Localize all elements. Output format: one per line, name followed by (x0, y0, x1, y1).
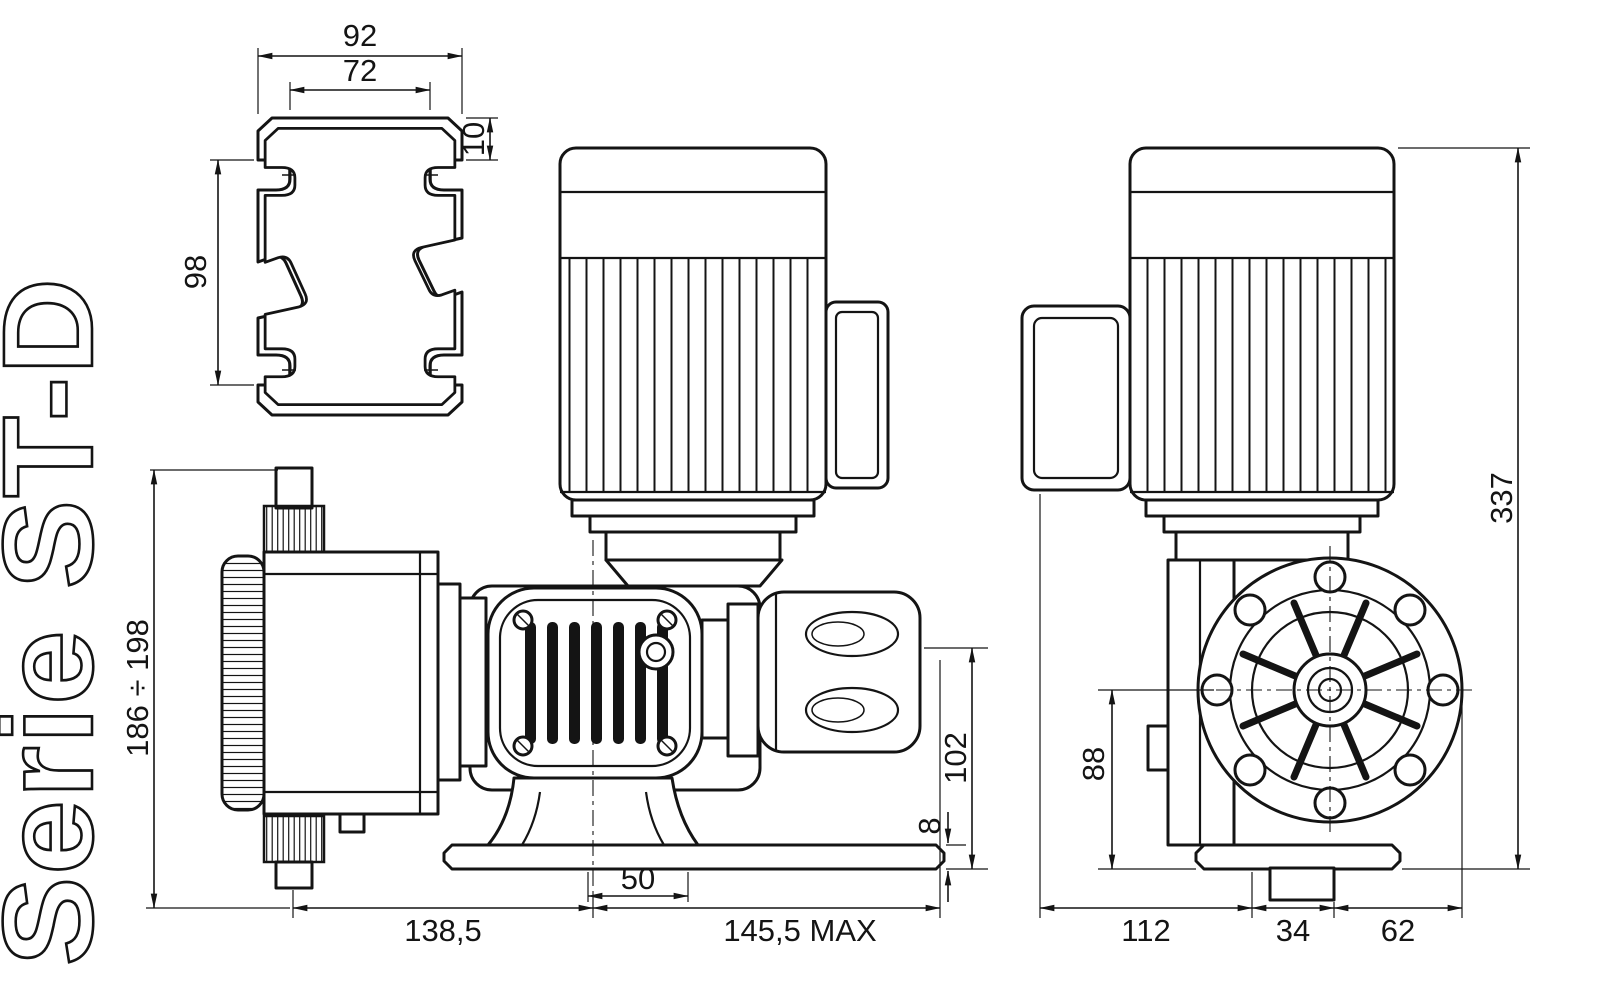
side-bottom-fitting-nut (262, 814, 326, 864)
dim-front-width-foot: 34 (1276, 913, 1310, 948)
dim-bracket-height: 98 (178, 255, 213, 289)
dim-side-base-thickness: 8 (912, 817, 947, 834)
dim-side-base-slot: 50 (621, 861, 655, 896)
side-view: 186 ÷ 198 138,5 50 145,5 MAX 102 8 (120, 146, 988, 948)
side-bottom-pipe (274, 860, 314, 890)
dim-front-width-right: 62 (1381, 913, 1415, 948)
front-terminal-box (1020, 304, 1132, 492)
front-view: 337 88 112 34 62 (1020, 146, 1530, 948)
side-top-fitting-nut (262, 504, 326, 554)
front-foot (1268, 866, 1336, 902)
side-motor-fins (566, 258, 820, 492)
series-title: Serie ST-D (0, 276, 120, 966)
side-dosing-cylinder (220, 466, 488, 890)
front-motor-fins (1136, 258, 1388, 492)
bracket-hole-crosses (282, 168, 438, 377)
front-dimensions: 337 88 112 34 62 (1039, 147, 1530, 948)
side-terminal-box (824, 300, 890, 490)
bracket-profile-view: 92 72 10 98 (178, 18, 498, 417)
side-valve-top (804, 610, 900, 658)
dim-bracket-lip: 10 (456, 122, 491, 156)
side-valve-bottom (804, 686, 900, 734)
dim-side-length-right: 145,5 MAX (723, 913, 877, 948)
side-terminal-box-lid (834, 310, 880, 480)
dim-front-head-center-height: 88 (1076, 747, 1111, 781)
side-valve-housing (756, 590, 922, 754)
dim-front-total-height: 337 (1484, 472, 1519, 524)
side-dimensions: 186 ÷ 198 138,5 50 145,5 MAX 102 8 (120, 469, 988, 948)
bracket-inner-contour (263, 127, 457, 407)
side-vent-slots (525, 622, 668, 744)
front-bracket-tab (1146, 724, 1170, 772)
front-head-ribs (1239, 599, 1421, 781)
side-oil-port (637, 633, 675, 671)
side-cover-screws (512, 609, 678, 757)
dim-bracket-outer-width: 92 (343, 18, 377, 53)
dim-bracket-inner-width: 72 (343, 53, 377, 88)
side-motor-flange (570, 498, 816, 588)
side-vent-cover (486, 586, 704, 780)
front-head-centerlines (1186, 546, 1474, 834)
side-cylinder-body (262, 550, 440, 816)
dim-side-height-range: 186 ÷ 198 (120, 619, 155, 757)
side-cylinder-cap (220, 554, 266, 812)
dim-front-width-left: 112 (1121, 913, 1170, 948)
side-flange-plate-2 (458, 596, 488, 768)
side-base-plate (442, 843, 946, 871)
front-motor-flange (1144, 498, 1380, 562)
front-terminal-box-lid (1032, 316, 1120, 480)
side-drain-plug (338, 812, 366, 834)
front-pump-head (1186, 546, 1474, 834)
side-top-pipe (274, 466, 314, 510)
side-valve-assembly (700, 590, 922, 758)
side-flange-plate-1 (436, 582, 462, 782)
front-base-plate (1194, 843, 1402, 871)
dim-side-valve-height: 102 (938, 732, 973, 784)
dim-side-length-left: 138,5 (404, 913, 482, 948)
bracket-dimensions: 92 72 10 98 (178, 18, 498, 386)
